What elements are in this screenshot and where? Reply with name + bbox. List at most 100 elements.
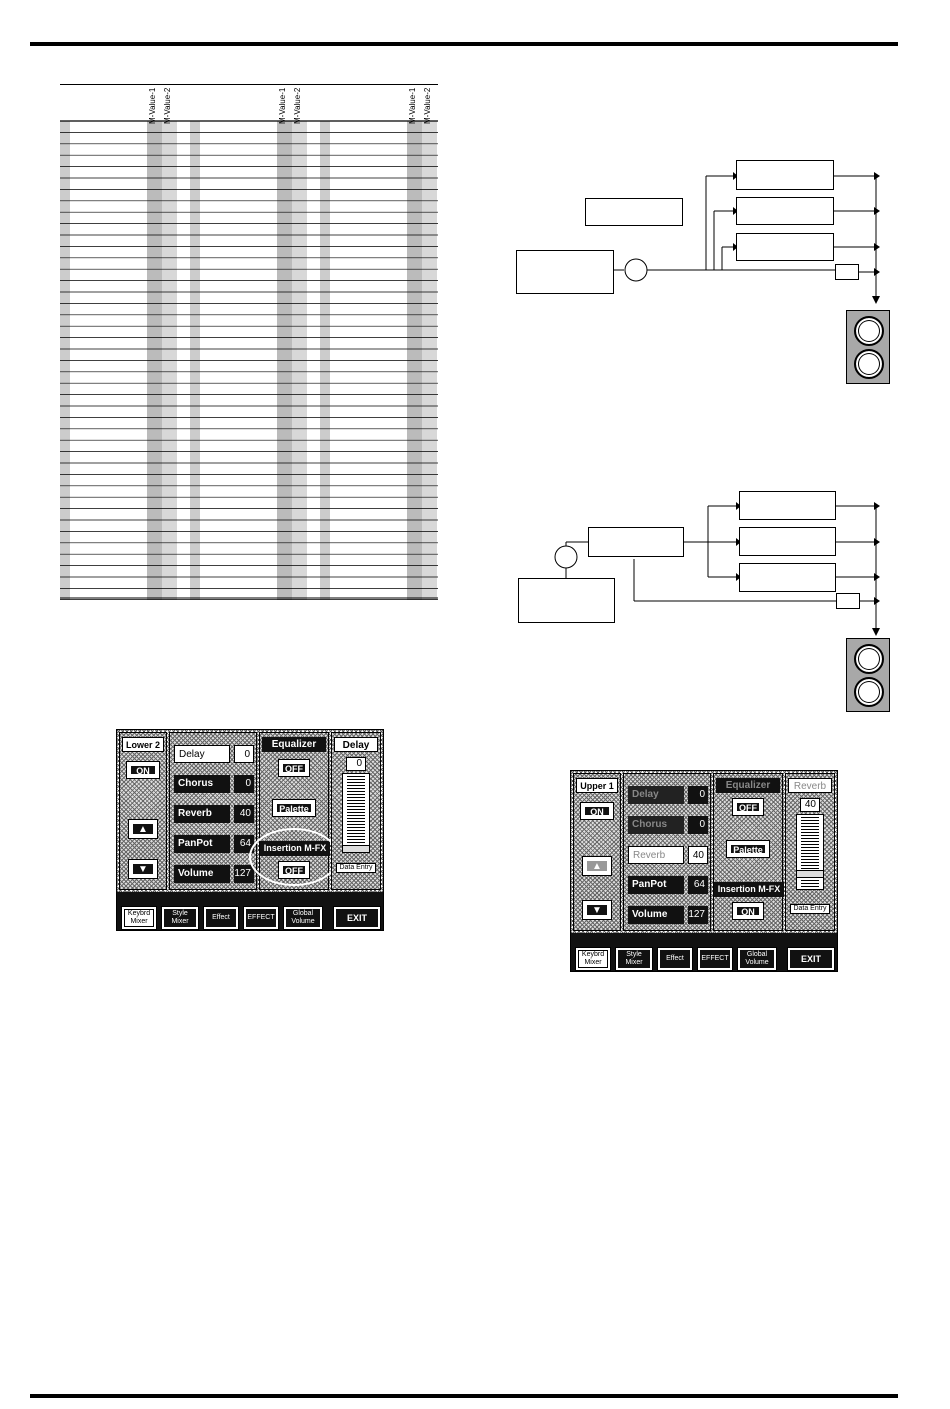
- arrow-up-icon: ▲: [132, 823, 154, 835]
- fader-title: Reverb: [788, 778, 832, 793]
- tab-global-volume[interactable]: Global Volume: [737, 947, 777, 971]
- param-panpot-value: 64: [234, 835, 254, 853]
- tab-style-mixer[interactable]: Style Mixer: [161, 906, 199, 930]
- part-panel: Upper 1 ON ▲ ▼: [573, 773, 621, 931]
- exit-button[interactable]: EXIT: [787, 947, 835, 971]
- tab-label: Style Mixer: [164, 909, 196, 927]
- param-panel: Delay 0 Chorus 0 Reverb 40 PanPot 64 Vol…: [623, 773, 711, 931]
- effect-box-1b: [736, 197, 834, 225]
- param-delay[interactable]: Delay: [174, 745, 230, 763]
- param-volume-value: 127: [234, 865, 254, 883]
- tab-label: Keybrd Mixer: [578, 950, 608, 968]
- scroll-up-button[interactable]: ▲: [582, 856, 612, 876]
- equalizer-label: Equalizer: [262, 737, 326, 752]
- col-header-group2-value1: M-Value-1: [278, 87, 287, 124]
- fader-panel: Delay 0 Data Entry: [331, 732, 381, 890]
- mfx-box-2: [588, 527, 684, 557]
- param-reverb[interactable]: Reverb: [628, 846, 684, 864]
- mixer-screen-lower2: Lower 2 ON ▲ ▼ Delay 0 Chorus 0 Reverb 4…: [116, 729, 384, 931]
- col-header-group1-value1: M-Value-1: [148, 87, 157, 124]
- equalizer-off-button[interactable]: OFF: [278, 759, 310, 777]
- signal-flow-diagram-2: [554, 502, 880, 636]
- col-header-group1-value2: M-Value-2: [163, 87, 172, 124]
- scroll-down-button[interactable]: ▼: [582, 900, 612, 920]
- scroll-up-button[interactable]: ▲: [128, 819, 158, 839]
- effect-box-2c: [739, 563, 836, 592]
- label-box-1: [585, 198, 683, 226]
- bottom-rule: [30, 1394, 898, 1398]
- tab-global-volume[interactable]: Global Volume: [283, 906, 323, 930]
- tab-effect-icon[interactable]: EFFECT: [697, 947, 733, 971]
- param-chorus-value: 0: [234, 775, 254, 793]
- effect-box-1a: [736, 160, 834, 190]
- param-delay-value: 0: [234, 745, 254, 763]
- param-reverb-value: 40: [688, 846, 708, 864]
- data-entry-fader[interactable]: [342, 773, 370, 849]
- tab-effect[interactable]: Effect: [203, 906, 239, 930]
- insertion-mfx-label: Insertion M-FX: [714, 882, 784, 897]
- param-delay[interactable]: Delay: [628, 786, 684, 804]
- param-chorus[interactable]: Chorus: [628, 816, 684, 834]
- part-on-label: ON: [130, 765, 156, 776]
- col-header-group3-value2: M-Value-2: [423, 87, 432, 124]
- fader-track: [347, 776, 365, 846]
- param-volume[interactable]: Volume: [174, 865, 230, 883]
- effect-box-2b: [739, 527, 836, 556]
- part-on-button[interactable]: ON: [580, 802, 614, 820]
- part-name: Lower 2: [122, 737, 164, 752]
- palette-button[interactable]: Palette: [726, 840, 770, 858]
- tab-label: Global Volume: [286, 909, 320, 927]
- param-delay-value: 0: [688, 786, 708, 804]
- fader-value: 0: [346, 757, 366, 771]
- signal-flow-diagram-1: [613, 172, 880, 304]
- fader-value: 40: [800, 798, 820, 812]
- equalizer-state: OFF: [282, 763, 306, 774]
- param-panpot[interactable]: PanPot: [628, 876, 684, 894]
- tab-label: Global Volume: [740, 950, 774, 968]
- palette-label: Palette: [730, 844, 766, 855]
- param-panpot[interactable]: PanPot: [174, 835, 230, 853]
- part-on-label: ON: [584, 806, 610, 817]
- fader-knob[interactable]: [796, 870, 824, 878]
- fader-track: [801, 817, 819, 887]
- exit-icon: EXIT: [790, 950, 832, 968]
- tab-keybrd-mixer[interactable]: Keybrd Mixer: [575, 947, 611, 971]
- palette-label: Palette: [276, 803, 312, 814]
- source-box-2: [518, 578, 615, 623]
- mfx-parameter-table: M-Value-1 M-Value-2 M-Value-1 M-Value-2 …: [60, 84, 438, 601]
- scroll-down-button[interactable]: ▼: [128, 859, 158, 879]
- data-entry-fader[interactable]: [796, 814, 824, 890]
- fader-title: Delay: [334, 737, 378, 752]
- speaker-1: [846, 310, 890, 384]
- tab-keybrd-mixer[interactable]: Keybrd Mixer: [121, 906, 157, 930]
- param-reverb-value: 40: [234, 805, 254, 823]
- param-volume[interactable]: Volume: [628, 906, 684, 924]
- part-on-button[interactable]: ON: [126, 761, 160, 779]
- param-chorus[interactable]: Chorus: [174, 775, 230, 793]
- tab-label: Effect: [206, 909, 236, 927]
- fader-panel: Reverb 40 Data Entry: [785, 773, 835, 931]
- top-rule: [30, 42, 898, 46]
- exit-icon: EXIT: [336, 909, 378, 927]
- part-name: Upper 1: [576, 778, 618, 793]
- insertion-mfx-on-button[interactable]: ON: [732, 902, 764, 920]
- effect-icon: EFFECT: [246, 909, 276, 927]
- tab-effect-icon[interactable]: EFFECT: [243, 906, 279, 930]
- dry-box-1: [835, 264, 859, 280]
- tab-effect[interactable]: Effect: [657, 947, 693, 971]
- speaker-2: [846, 638, 890, 712]
- speaker-cone-icon: [854, 316, 884, 346]
- effect-box-2a: [739, 491, 836, 520]
- tab-label: Keybrd Mixer: [124, 909, 154, 927]
- arrow-down-icon: ▼: [586, 904, 608, 916]
- param-volume-value: 127: [688, 906, 708, 924]
- fader-knob[interactable]: [342, 845, 370, 853]
- source-box-1: [516, 250, 614, 294]
- col-header-group3-value1: M-Value-1: [408, 87, 417, 124]
- equalizer-off-button[interactable]: OFF: [732, 798, 764, 816]
- tab-style-mixer[interactable]: Style Mixer: [615, 947, 653, 971]
- param-reverb[interactable]: Reverb: [174, 805, 230, 823]
- exit-button[interactable]: EXIT: [333, 906, 381, 930]
- table-grid: [60, 84, 438, 601]
- palette-button[interactable]: Palette: [272, 799, 316, 817]
